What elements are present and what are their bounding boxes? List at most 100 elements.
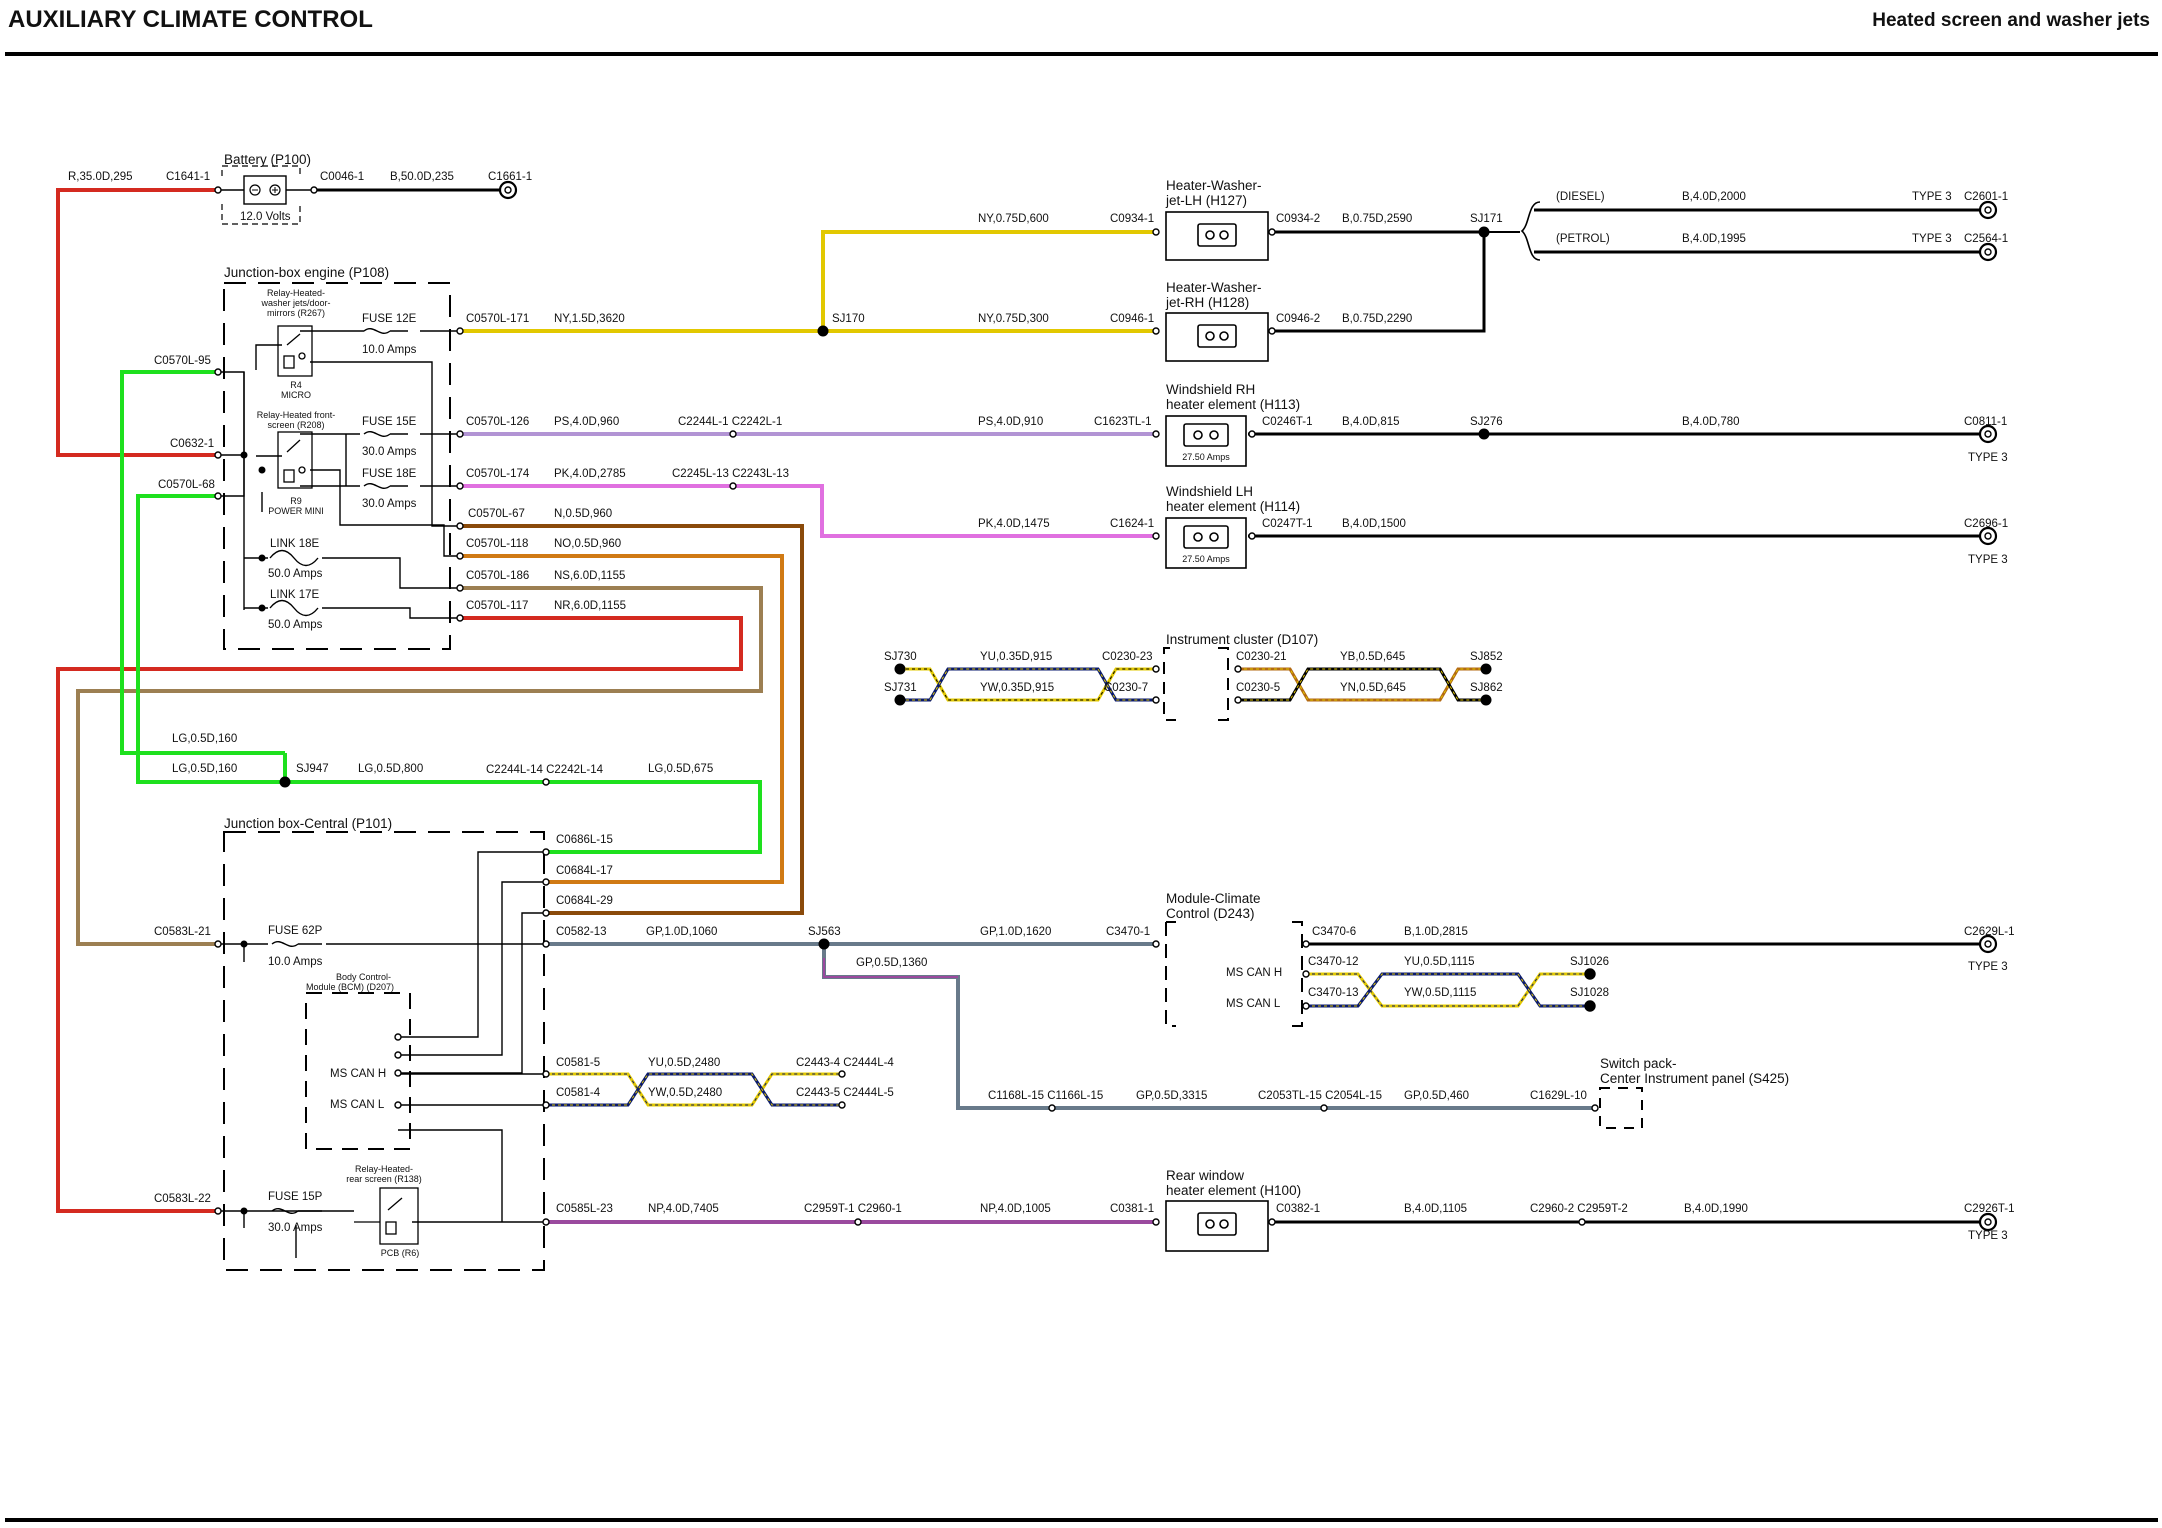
- connector-c0934-2: C0934-2: [1276, 213, 1320, 225]
- terminal-pin: [1302, 970, 1310, 978]
- connector-c0946-1: C0946-1: [1110, 313, 1154, 325]
- connector-c0570l-67: C0570L-67: [468, 508, 525, 520]
- fuse-12e-name: FUSE 12E: [362, 313, 417, 325]
- terminals: [214, 180, 1998, 1232]
- connector-c2564-1: C2564-1: [1964, 233, 2008, 245]
- terminal-pin: [394, 1069, 402, 1077]
- d243-line2: Control (D243): [1166, 906, 1255, 921]
- h128-line2: jet-RH (H128): [1165, 295, 1249, 310]
- splice-dot: [1478, 428, 1490, 440]
- link-17e-name: LINK 17E: [270, 589, 320, 601]
- wire-label-r-35-0d-295: R,35.0D,295: [68, 171, 133, 183]
- wire-label-yb-0-5d-645: YB,0.5D,645: [1340, 651, 1405, 663]
- wire-label-no-0-5d-960: NO,0.5D,960: [554, 538, 621, 550]
- terminal-pin: [542, 778, 550, 786]
- terminal-pin: [1248, 532, 1256, 540]
- fuse-15p-name: FUSE 15P: [268, 1191, 323, 1203]
- fuse-15e-rating: 30.0 Amps: [362, 446, 417, 458]
- connector-c0230-23: C0230-23: [1102, 651, 1153, 663]
- terminal-pin: [1591, 1104, 1599, 1112]
- splice-dot: [894, 663, 906, 675]
- wire-label-gp-0-5d-3315: GP,0.5D,3315: [1136, 1090, 1207, 1102]
- wire-label-b-0-75d-2590: B,0.75D,2590: [1342, 213, 1412, 225]
- ring-terminal: [1978, 526, 1998, 546]
- connector-c1168l-15-c1166l-15: C1168L-15 C1166L-15: [988, 1090, 1103, 1102]
- h113-line2: heater element (H113): [1166, 397, 1300, 412]
- fuse-15p-rating: 30.0 Amps: [268, 1222, 323, 1234]
- wire-label-n-0-5d-960: N,0.5D,960: [554, 508, 612, 520]
- connector-c0247t-1: C0247T-1: [1262, 518, 1313, 530]
- d243-can-h: MS CAN H: [1226, 967, 1282, 979]
- wire-label-ns-6-0d-1155: NS,6.0D,1155: [554, 570, 625, 582]
- splice-dot: [1478, 226, 1490, 238]
- bcm-can-h: MS CAN H: [330, 1068, 386, 1080]
- ring-terminal: [498, 180, 518, 200]
- connector-c2696-1: C2696-1: [1964, 518, 2008, 530]
- wire-b-h127: [1272, 230, 1486, 333]
- h100-line2: heater element (H100): [1166, 1183, 1301, 1198]
- page-title: AUXILIARY CLIMATE CONTROL: [8, 6, 373, 33]
- relay-r138-line1: Relay-Heated-: [355, 1164, 413, 1174]
- terminal-pin: [1152, 532, 1160, 540]
- type3-c2564: TYPE 3: [1912, 233, 1952, 245]
- ring-terminal: [1978, 200, 1998, 220]
- connector-c0934-1: C0934-1: [1110, 213, 1154, 225]
- connector-c1641-1: C1641-1: [166, 171, 210, 183]
- wire-label-pk-4-0d-2785: PK,4.0D,2785: [554, 468, 626, 480]
- terminal-pin: [214, 451, 222, 459]
- connector-c0686l-15: C0686L-15: [556, 834, 613, 846]
- terminal-pin: [456, 614, 464, 622]
- link-18e-rating: 50.0 Amps: [268, 568, 323, 580]
- climate-module-outline: [1165, 921, 1303, 1027]
- terminal-pin: [1268, 1218, 1276, 1226]
- wire-ny-main: [460, 230, 1156, 333]
- wire-label-yu-0-5d-1115: YU,0.5D,1115: [1404, 956, 1475, 968]
- connector-c0246t-1: C0246T-1: [1262, 416, 1313, 428]
- fuse-12e-rating: 10.0 Amps: [362, 344, 417, 356]
- fuse-18e-rating: 30.0 Amps: [362, 498, 417, 510]
- variant-brace: [1520, 201, 1541, 261]
- terminal-pin: [542, 848, 550, 856]
- connector-c0811-1: C0811-1: [1964, 416, 2007, 428]
- splice-sj731: SJ731: [884, 682, 917, 694]
- heater-h113-box: [1165, 415, 1247, 467]
- wire-label-b-4-0d-1995: B,4.0D,1995: [1682, 233, 1746, 245]
- twisted-pair-bcm: [546, 1072, 842, 1107]
- connector-c0582-13: C0582-13: [556, 926, 607, 938]
- connector-c0570l-117: C0570L-117: [466, 600, 528, 612]
- splice-sj862: SJ862: [1470, 682, 1503, 694]
- ring-terminal: [1978, 1212, 1998, 1232]
- connector-c0583l-21: C0583L-21: [154, 926, 211, 938]
- type3-c2601: TYPE 3: [1912, 191, 1952, 203]
- ring-terminal: [1978, 424, 1998, 444]
- variant-diesel: (DIESEL): [1556, 191, 1605, 203]
- relay-r267-type-1: R4: [290, 380, 302, 390]
- connector-c0046-1: C0046-1: [320, 171, 364, 183]
- connector-c0946-2: C0946-2: [1276, 313, 1320, 325]
- battery-title: Battery (P100): [224, 152, 311, 167]
- terminal-pin: [394, 1051, 402, 1059]
- splice-sj276: SJ276: [1470, 416, 1503, 428]
- jb-central-internal: [218, 851, 546, 1258]
- terminal-pin: [1048, 1104, 1056, 1112]
- terminal-pin: [838, 1070, 846, 1078]
- terminal-pin: [394, 1101, 402, 1109]
- connector-c2926t-1: C2926T-1: [1964, 1203, 2015, 1215]
- terminal-pin: [456, 430, 464, 438]
- splice-dot: [817, 325, 829, 337]
- wire-label-ny-0-75d-600: NY,0.75D,600: [978, 213, 1049, 225]
- h114-line1: Windshield LH: [1166, 484, 1253, 499]
- wire-gp-1360: [822, 944, 1595, 1110]
- terminal-pin: [1234, 696, 1242, 704]
- wire-label-b-0-75d-2290: B,0.75D,2290: [1342, 313, 1412, 325]
- battery-rating: 12.0 Volts: [240, 211, 291, 223]
- h113-rating: 27.50 Amps: [1182, 452, 1230, 462]
- d243-can-l: MS CAN L: [1226, 998, 1281, 1010]
- wire-label-b-4-0d-1105: B,4.0D,1105: [1404, 1203, 1467, 1215]
- heater-h128-box: [1165, 312, 1269, 362]
- connector-c3470-6: C3470-6: [1312, 926, 1356, 938]
- relay-r138-line2: rear screen (R138): [346, 1174, 422, 1184]
- bcm-outline: [305, 992, 411, 1150]
- connector-c2959t-1-c2960-1: C2959T-1 C2960-1: [804, 1203, 902, 1215]
